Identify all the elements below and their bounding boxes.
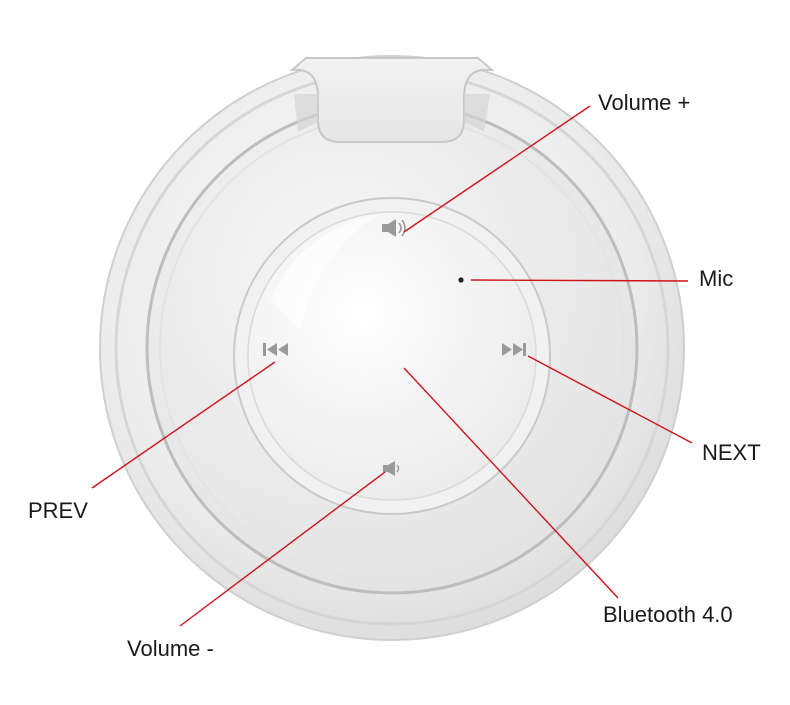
callout-line-bluetooth (403, 367, 619, 599)
label-bluetooth: Bluetooth 4.0 (603, 602, 733, 627)
callout-line-volume-down (179, 471, 386, 627)
mic-hole-icon (458, 277, 464, 283)
label-next: NEXT (702, 440, 761, 465)
label-volume-up: Volume + (598, 90, 691, 115)
callout-line-prev (91, 361, 276, 489)
callout-line-next (527, 355, 693, 444)
control-panel-face (247, 211, 537, 501)
skip-previous-icon[interactable] (263, 343, 288, 356)
speaker-loud-icon[interactable] (382, 219, 406, 237)
carry-handle (289, 57, 495, 143)
label-volume-down: Volume - (127, 636, 214, 661)
handle-shadow-right (464, 94, 490, 132)
handle-shadow-left (294, 94, 318, 132)
speaker-body (99, 55, 685, 641)
callout-lines (91, 105, 693, 627)
speaker-quiet-icon[interactable] (383, 461, 400, 476)
callout-line-volume-up (403, 105, 591, 233)
callout-line-mic (470, 279, 689, 282)
label-prev: PREV (28, 498, 88, 523)
label-mic: Mic (699, 266, 734, 291)
skip-next-icon[interactable] (502, 343, 526, 356)
face-highlight (270, 214, 380, 330)
